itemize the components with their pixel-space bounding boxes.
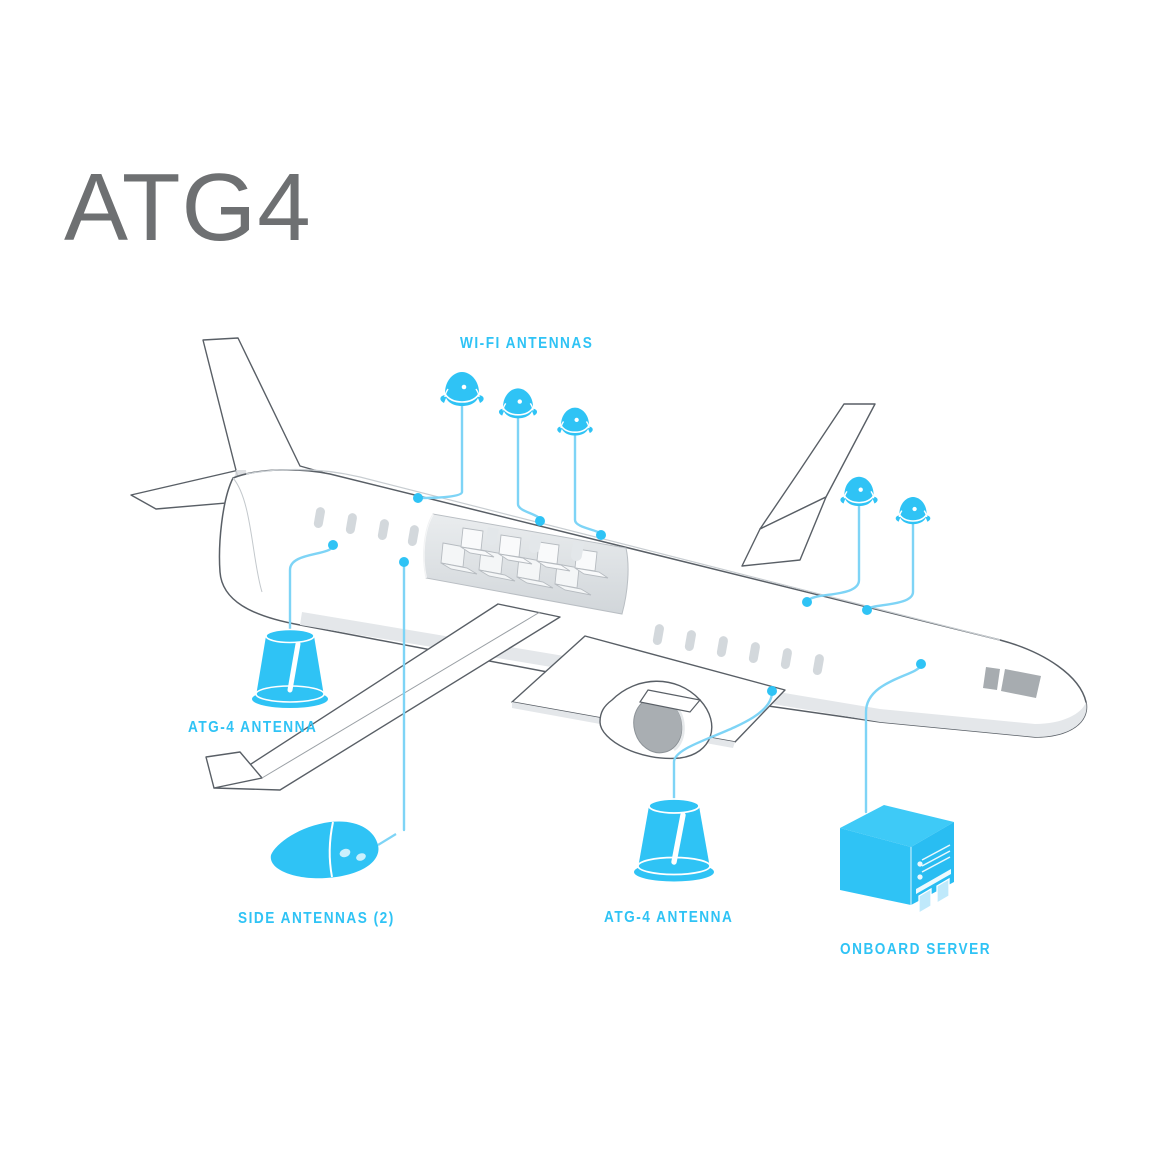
leader-wifi-1 [417,398,464,500]
callout-label-onboard-server: ONBOARD SERVER [840,941,992,958]
callout-label-side-antennas: SIDE ANTENNAS (2) [238,910,395,927]
anchor-dot [596,530,606,540]
seat-row-group-front [460,527,609,579]
cabin-cutaway [422,513,629,615]
seat [460,527,495,558]
leader-wifi-4 [806,502,861,603]
leader-anchor-dots [328,493,926,696]
anchor-dot [535,516,545,526]
callout-label-atg4-antenna-right: ATG-4 ANTENNA [604,909,734,926]
fuselage-belly-shading [300,612,1087,737]
engine-pylon [639,689,702,713]
aft-window-row [313,507,419,546]
wifi-dome-antenna-icon[interactable] [498,388,538,419]
page-title: ATG4 [64,154,312,261]
atg4-antenna-icon-left[interactable] [252,628,328,709]
leader-wifi-5 [866,521,915,611]
wifi-dome-antenna-icon[interactable] [557,407,593,436]
server-front-bar [916,869,951,894]
seat [440,542,478,575]
anchor-dot [767,686,777,696]
anchor-dot [802,597,812,607]
winglet-far [205,751,263,789]
tail-cone-fin [741,496,827,567]
server-vent-lines [921,844,951,873]
callout-label-atg4-antenna-left: ATG-4 ANTENNA [188,719,318,736]
leader-wifi-3 [573,430,602,536]
anchor-dot [399,557,409,567]
tailcone-blend-line [232,477,263,593]
seat-row-group-back [440,542,592,596]
leader-server [864,663,923,814]
callout-label-wifi-antennas: WI-FI ANTENNAS [460,335,594,352]
wifi-dome-antenna-icon[interactable] [440,372,484,406]
seat [554,563,592,596]
anchor-dot [413,493,423,503]
wifi-antenna-icons[interactable] [440,372,931,525]
anchor-dot [862,605,872,615]
leader-atg4-right [672,690,774,808]
wing-far-crease [261,611,541,779]
wifi-dome-antenna-icon[interactable] [895,497,931,525]
cabin-panel-edge-highlight [422,513,434,579]
side-antenna-icon[interactable] [270,821,397,879]
cockpit-windows [983,667,1041,698]
server-led-indicators [917,861,923,880]
seat [498,534,533,565]
fuselage-crown-line [245,469,1001,641]
aircraft-group [130,337,1088,791]
anchor-dot [916,659,926,669]
anchor-dot [328,540,338,550]
seat [478,549,516,582]
atg4-antenna-icon-right[interactable] [634,798,714,882]
seat [516,556,554,589]
leader-wifi-2 [516,412,542,522]
cabin-interior [440,521,609,596]
server-box-icon[interactable] [840,805,954,915]
server-drive-bays [918,877,950,915]
forward-window-row [652,624,824,675]
seat [536,541,571,572]
wifi-dome-antenna-icon[interactable] [840,476,878,507]
